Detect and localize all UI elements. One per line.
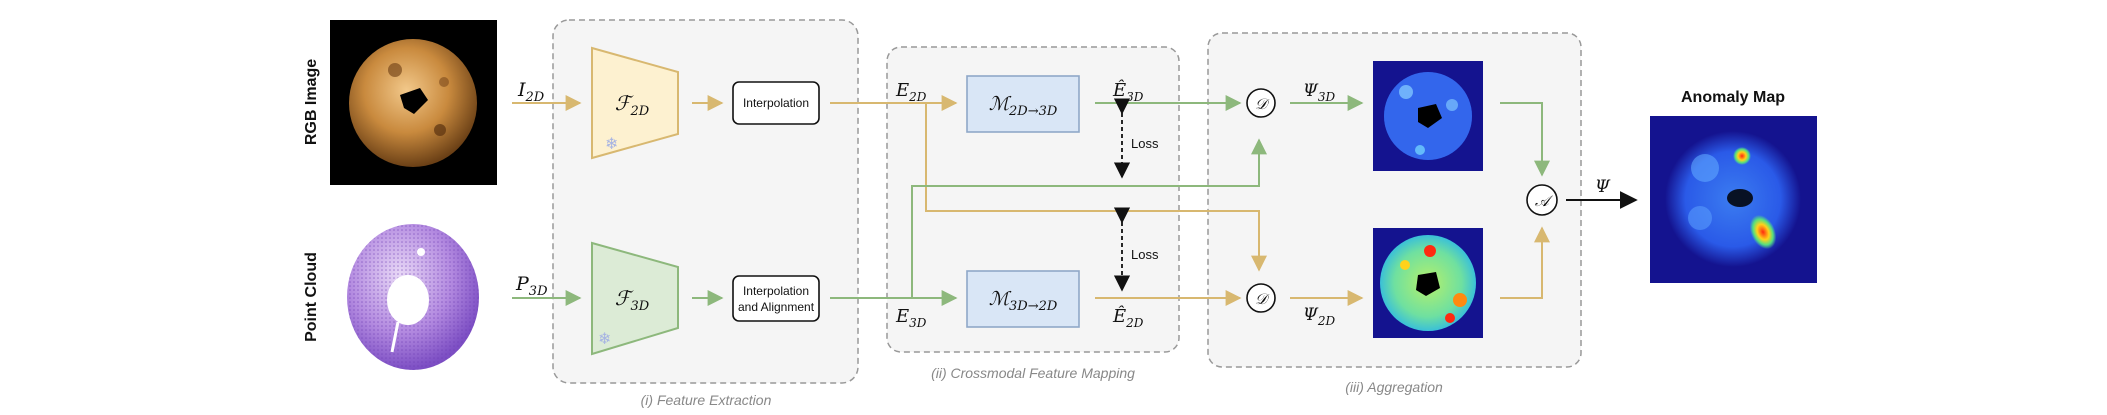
anomaly-map-3d [1373, 61, 1483, 171]
row-label-point-cloud: Point Cloud [303, 252, 320, 342]
row-label-rgb: RGB Image [303, 59, 320, 145]
snowflake-icon: ❄ [598, 331, 611, 348]
loss-bottom: Loss [1113, 207, 1159, 292]
label-p3d: P3D [515, 273, 548, 299]
svg-text:ℱ3D: ℱ3D [615, 286, 650, 314]
panel-aggregation [1207, 32, 1582, 368]
label-e2d: E2D [895, 80, 927, 104]
label-e2d-hat: Ê2D [1112, 304, 1144, 330]
label-e3d: E3D [895, 306, 927, 330]
cross-line-e3d [911, 138, 1267, 298]
extractor-f2d: ℱ2D ❄ [591, 46, 679, 160]
loss-top: Loss [1113, 98, 1159, 179]
svg-text:ℳ2D→3D: ℳ2D→3D [989, 93, 1058, 119]
label-psi2d: Ψ2D [1303, 305, 1336, 328]
svg-text:Interpolation: Interpolation [743, 96, 809, 110]
arrow-psi3d-to-agg [1500, 102, 1550, 177]
aggregator-node: 𝒜 [1526, 184, 1558, 216]
snowflake-icon: ❄ [605, 136, 618, 153]
output-title: Anomaly Map [1681, 89, 1785, 106]
point-cloud-image [347, 224, 479, 370]
cross-line-e2d [925, 103, 1267, 272]
distance-node-bottom: 𝒟 [1246, 283, 1276, 313]
arrow-psi2d-to-agg [1500, 226, 1550, 299]
label-psi3d: Ψ3D [1303, 81, 1336, 104]
svg-text:𝒟: 𝒟 [1255, 95, 1270, 113]
mapping-2d-to-3d: ℳ2D→3D [966, 75, 1080, 133]
caption-aggregation: (iii) Aggregation [1345, 379, 1443, 395]
caption-crossmodal-mapping: (ii) Crossmodal Feature Mapping [931, 365, 1135, 381]
anomaly-map-final [1650, 116, 1817, 283]
panel-crossmodal-mapping [886, 46, 1180, 353]
svg-text:Interpolation: Interpolation [743, 284, 809, 298]
anomaly-map-2d [1373, 228, 1483, 338]
label-psi-final: Ψ [1595, 177, 1611, 197]
svg-text:Loss: Loss [1131, 136, 1159, 151]
distance-node-top: 𝒟 [1246, 88, 1276, 118]
svg-text:ℳ3D→2D: ℳ3D→2D [989, 288, 1058, 314]
interpolation-box: Interpolation [732, 81, 820, 125]
svg-text:ℱ2D: ℱ2D [615, 91, 650, 119]
interpolation-alignment-box: Interpolation and Alignment [732, 275, 820, 322]
label-e3d-hat: Ê3D [1112, 78, 1144, 104]
extractor-f3d: ℱ3D ❄ [591, 241, 679, 356]
label-i2d: I2D [517, 79, 545, 105]
mapping-3d-to-2d: ℳ3D→2D [966, 270, 1080, 328]
caption-feature-extraction: (i) Feature Extraction [641, 392, 772, 408]
svg-text:𝒟: 𝒟 [1255, 290, 1270, 308]
rgb-image [330, 20, 497, 185]
svg-text:and Alignment: and Alignment [738, 300, 815, 314]
svg-text:Loss: Loss [1131, 247, 1159, 262]
